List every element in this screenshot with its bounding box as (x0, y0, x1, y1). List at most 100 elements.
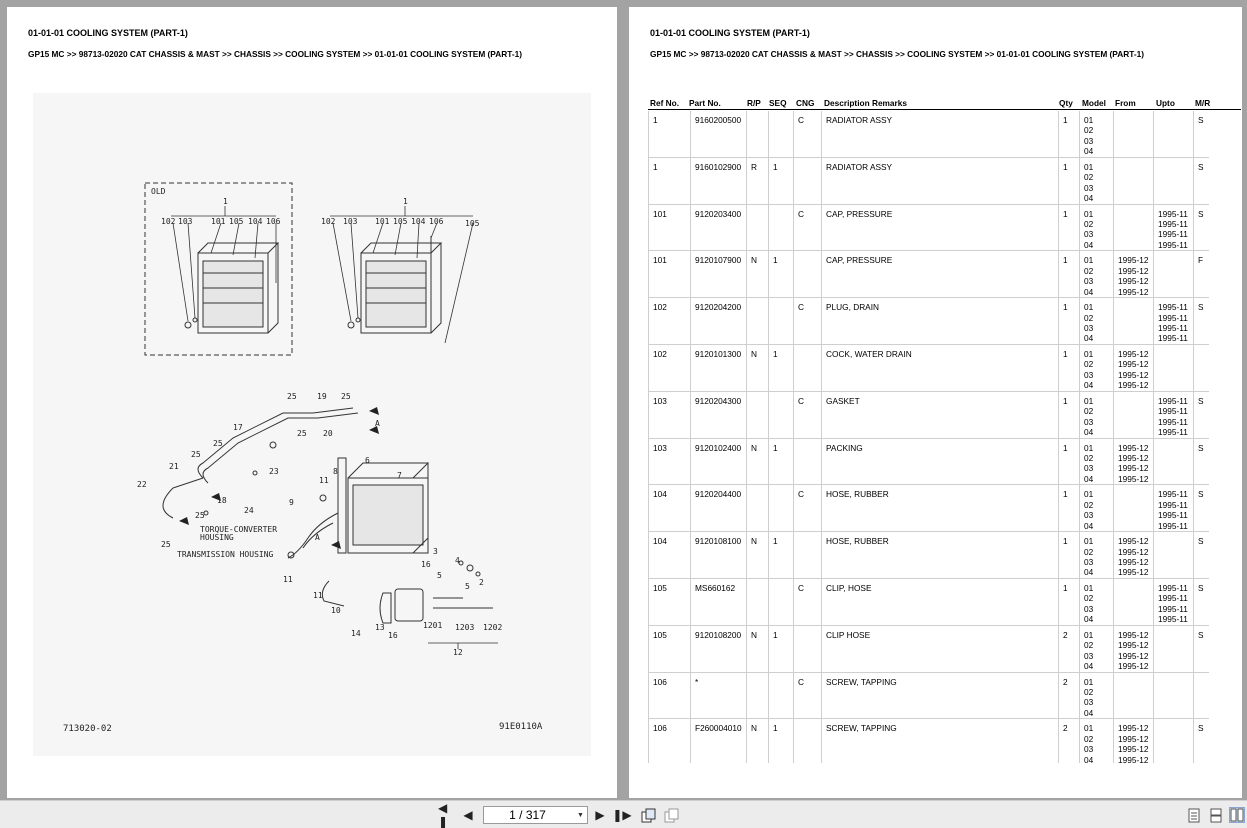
cell-qty: 1 (1059, 298, 1080, 344)
cell-from-line: 1995-12 (1118, 442, 1149, 453)
cell-model-line: 02 (1084, 546, 1094, 557)
two-page-icon[interactable] (1229, 807, 1245, 823)
cell-model-line: 02 (1084, 640, 1094, 651)
parts-diagram: OLD (33, 93, 591, 756)
cell-model-line: 02 (1084, 125, 1094, 136)
callout-17: 17 (233, 423, 243, 432)
cell-model-line: 03 (1084, 229, 1094, 240)
cell-mr: S (1194, 719, 1209, 763)
callout-16-a: 16 (421, 560, 431, 569)
cell-from (1114, 298, 1154, 344)
cell-qty: 2 (1059, 719, 1080, 763)
fit-icon[interactable] (663, 807, 679, 823)
single-page-icon[interactable] (1186, 807, 1202, 823)
cell-rp (747, 204, 769, 251)
cell-from-line: 1995-12 (1118, 754, 1149, 763)
cell-part: 9120204300 (691, 391, 747, 438)
next-page-icon[interactable]: ▶ (595, 808, 605, 822)
prev-page-icon[interactable]: ◀ (463, 808, 473, 822)
cell-qty: 1 (1059, 111, 1080, 157)
cell-mr: S (1194, 532, 1209, 578)
cell-from-line: 1995-12 (1118, 629, 1149, 640)
cooling-assembly (162, 407, 493, 624)
document-viewer[interactable]: 01-01-01 COOLING SYSTEM (PART-1) GP15 MC… (0, 0, 1247, 800)
first-page-icon[interactable]: ◀​❚ (438, 801, 449, 828)
callout-24: 24 (244, 506, 254, 515)
cell-qty: 1 (1059, 578, 1080, 625)
callout-18: 18 (217, 496, 227, 505)
cell-model-line: 01 (1084, 442, 1094, 453)
cell-part: 9120102400 (691, 438, 747, 485)
cell-model-line: 03 (1084, 744, 1094, 755)
cell-qty: 1 (1059, 391, 1080, 438)
cell-model-line: 03 (1084, 650, 1094, 661)
cell-model-line: 04 (1084, 520, 1094, 531)
rotate-icon[interactable] (640, 807, 656, 823)
cell-desc: SCREW, TAPPING (822, 672, 1059, 719)
callout-1203: 1203 (455, 623, 474, 632)
cell-desc: HOSE, RUBBER (822, 485, 1059, 532)
callout-102-old: 102 (161, 217, 176, 226)
callout-25-f: 25 (195, 511, 205, 520)
cell-model-line: 04 (1084, 286, 1094, 297)
cell-cng (794, 251, 822, 298)
cell-model-line: 03 (1084, 556, 1094, 567)
cell-qty: 2 (1059, 672, 1080, 719)
cell-ref: 1 (649, 111, 691, 157)
cell-from-line: 1995-12 (1118, 473, 1149, 484)
cell-cng (794, 438, 822, 485)
cell-model-line: 01 (1084, 161, 1094, 172)
cell-cng: C (794, 111, 822, 157)
cell-rp: N (747, 719, 769, 763)
cell-from-line: 1995-12 (1118, 567, 1149, 578)
housing-label: HOUSING (200, 533, 234, 542)
cell-upto (1154, 344, 1194, 391)
cell-upto-line: 1995-11 (1158, 427, 1188, 437)
cell-upto-line: 1995-11 (1158, 593, 1188, 604)
cell-rp (747, 298, 769, 344)
callout-7: 7 (397, 471, 402, 480)
page-indicator: 1 / 317 (509, 808, 546, 822)
cell-from-line: 1995-12 (1118, 348, 1149, 359)
torque-converter-label: TORQUE-CONVERTER (200, 525, 277, 534)
cell-upto (1154, 251, 1194, 298)
cell-upto (1154, 672, 1194, 719)
cell-ref: 103 (649, 438, 691, 485)
cell-model-line: 01 (1084, 302, 1094, 313)
callout-105b-new: 105 (465, 219, 480, 228)
cell-ref: 102 (649, 344, 691, 391)
continuous-icon[interactable] (1208, 807, 1224, 823)
cell-upto-line: 1995-11 (1158, 416, 1188, 427)
cell-part: 9120108200 (691, 625, 747, 672)
col-qty: Qty (1059, 98, 1073, 108)
cell-cng (794, 719, 822, 763)
cell-rp (747, 111, 769, 157)
cell-upto-line: 1995-11 (1158, 323, 1188, 333)
callout-2: 2 (479, 578, 484, 587)
page-selector[interactable]: 1 / 317 ▼ (483, 806, 588, 824)
cell-upto-line: 1995-11 (1158, 520, 1188, 531)
cell-rp (747, 391, 769, 438)
last-page-icon[interactable]: ❚▶ (612, 808, 632, 822)
cell-model-line: 02 (1084, 686, 1094, 697)
cell-model-line: 01 (1084, 255, 1094, 266)
cell-part: 9120203400 (691, 204, 747, 251)
callout-102-new: 102 (321, 217, 336, 226)
cell-seq: 1 (769, 625, 794, 672)
cell-model-line: 01 (1084, 629, 1094, 640)
cell-model-line: 03 (1084, 463, 1094, 474)
page-right: 01-01-01 COOLING SYSTEM (PART-1) GP15 MC… (629, 7, 1242, 798)
cell-cng (794, 532, 822, 578)
cell-cng (794, 157, 822, 204)
callout-21: 21 (169, 462, 179, 471)
cell-mr: S (1194, 579, 1209, 625)
